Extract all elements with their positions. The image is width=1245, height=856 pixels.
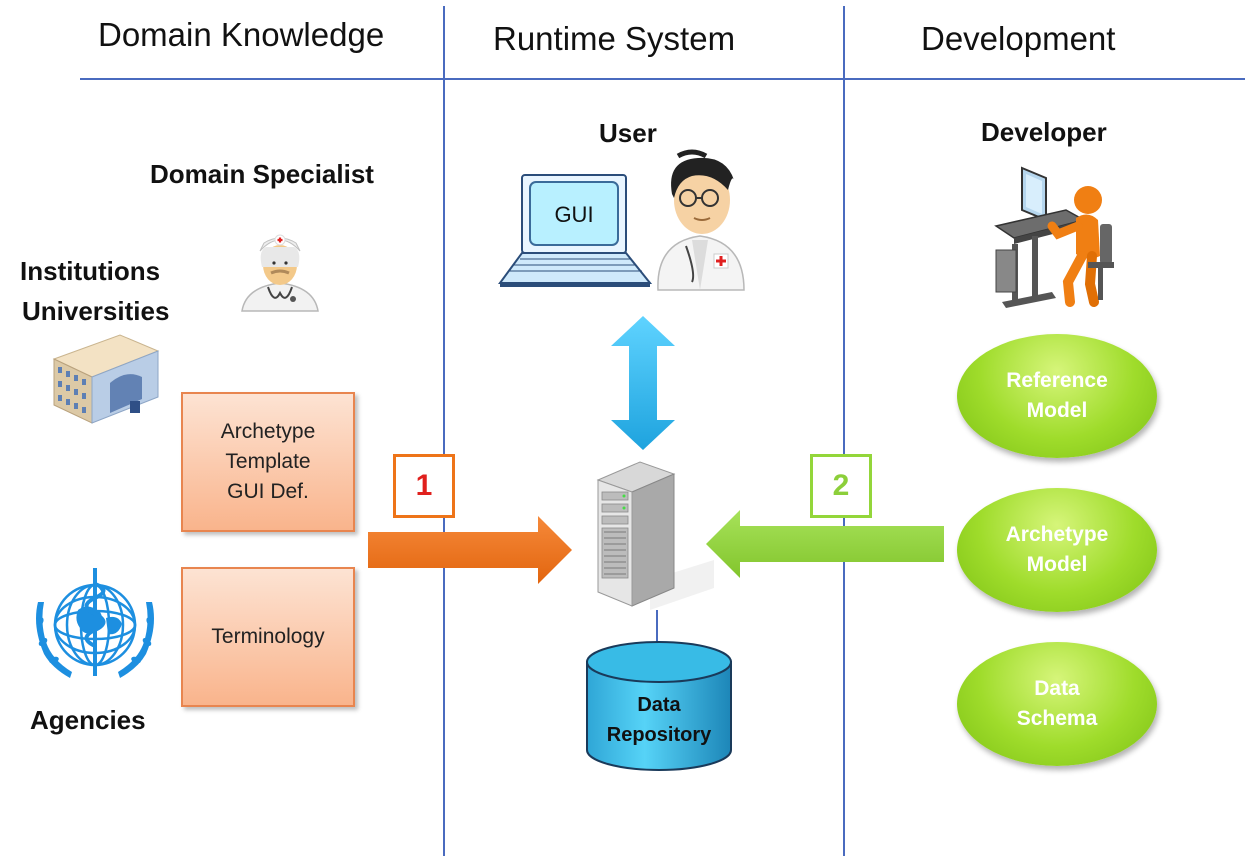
- header-divider: [80, 78, 1245, 80]
- laptop-icon: [498, 174, 653, 287]
- column-divider-right: [843, 6, 845, 856]
- green-arrow: [706, 510, 944, 578]
- reference-model-node: Reference Model: [957, 334, 1157, 458]
- doctor-icon: [241, 234, 319, 312]
- step-2-badge: 2: [810, 454, 872, 518]
- developer-workstation-icon: [994, 166, 1114, 308]
- agencies-label: Agencies: [30, 705, 146, 735]
- column-title-runtime-system: Runtime System: [493, 20, 736, 57]
- domain-specialist-label: Domain Specialist: [150, 159, 374, 189]
- server-connector: [656, 610, 658, 644]
- column-title-domain-knowledge: Domain Knowledge: [98, 16, 385, 53]
- data-repository-cylinder: [586, 641, 732, 771]
- archetype-template-box: Archetype Template GUI Def.: [181, 392, 355, 532]
- data-repository-line1: Data: [637, 694, 681, 716]
- physician-icon: [657, 149, 745, 291]
- column-title-development: Development: [921, 20, 1116, 57]
- archetype-model-node: Archetype Model: [957, 488, 1157, 612]
- developer-label: Developer: [981, 117, 1107, 147]
- data-repository-label: Data Repository: [590, 690, 728, 750]
- data-repository-line2: Repository: [606, 724, 712, 746]
- who-logo-icon: [36, 568, 154, 678]
- institutions-label: Institutions: [20, 256, 161, 286]
- column-divider-left: [443, 6, 445, 856]
- gui-screen-label: GUI: [554, 202, 594, 227]
- step-1-badge: 1: [393, 454, 455, 518]
- building-icon: [52, 334, 160, 424]
- terminology-box: Terminology: [181, 567, 355, 707]
- blue-double-arrow: [611, 316, 675, 450]
- server-icon: [596, 461, 714, 610]
- universities-label: Universities: [22, 296, 170, 326]
- orange-arrow: [368, 516, 572, 584]
- data-schema-node: Data Schema: [957, 642, 1157, 766]
- user-label: User: [599, 118, 657, 148]
